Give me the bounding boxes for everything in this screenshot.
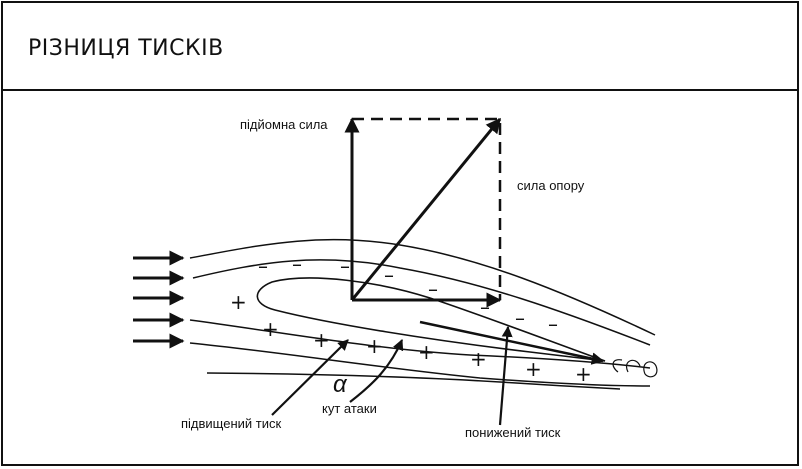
angle-pointer <box>349 338 404 403</box>
minus-sign: – <box>515 306 525 330</box>
parallelogram-dashed <box>352 117 502 300</box>
lift-label: підйомна сила <box>240 117 328 132</box>
plus-sign: + <box>262 317 279 341</box>
plus-sign: + <box>366 334 383 358</box>
minus-sign: – <box>428 277 438 301</box>
drag-label: сила опору <box>517 178 585 193</box>
airfoil <box>256 277 606 362</box>
alpha-symbol: α <box>333 371 348 398</box>
high-pressure-label: підвищений тиск <box>181 416 281 431</box>
plus-sign: + <box>418 340 435 364</box>
inflow-arrows <box>133 250 185 349</box>
chord-arrow <box>419 320 605 365</box>
streamline <box>192 259 651 346</box>
plus-sign: + <box>470 347 487 371</box>
minus-sign: – <box>384 263 394 287</box>
minus-sign: – <box>292 252 302 276</box>
page-title: РІЗНИЦЯ ТИСКІВ <box>28 36 224 61</box>
resultant-arrow <box>350 117 502 301</box>
high-pressure-pointer <box>271 339 349 416</box>
low-pressure-signs: – – – – – – – – <box>258 252 558 336</box>
plus-sign: + <box>575 362 592 386</box>
pointer-lines <box>271 325 513 426</box>
minus-sign: – <box>480 295 490 319</box>
plus-sign: + <box>230 290 247 314</box>
minus-sign: – <box>548 312 558 336</box>
low-pressure-label: понижений тиск <box>465 425 561 440</box>
plus-sign: + <box>313 328 330 352</box>
header: РІЗНИЦЯ ТИСКІВ <box>3 3 797 91</box>
plus-sign: + <box>525 357 542 381</box>
high-pressure-signs: + + + + + + + + <box>230 290 592 386</box>
streamline <box>189 238 656 336</box>
minus-sign: – <box>340 254 350 278</box>
angle-of-attack-label: кут атаки <box>322 401 377 416</box>
minus-sign: – <box>258 254 268 278</box>
streamline <box>189 342 651 387</box>
streamline <box>206 372 621 390</box>
force-diagram <box>344 117 502 308</box>
low-pressure-pointer <box>498 325 513 426</box>
wake-swirls <box>612 359 658 378</box>
